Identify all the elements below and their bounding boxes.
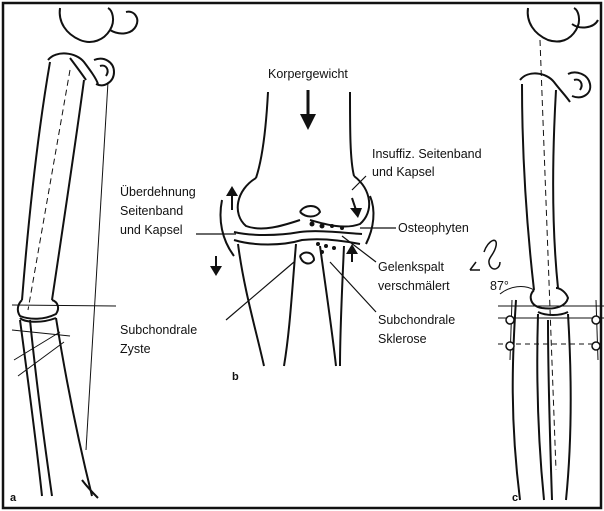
label-subchondral-sclerosis-2: Sklerose	[378, 332, 427, 346]
panel-c-markers	[506, 316, 600, 350]
label-subchondral-cyst-1: Subchondrale	[120, 323, 197, 337]
label-angle: 87°	[490, 279, 509, 293]
label-overstretching-1: Überdehnung	[120, 185, 196, 199]
label-overstretching-2: Seitenband	[120, 204, 183, 218]
panel-label-b: b	[232, 371, 239, 383]
panel-a-leg	[18, 8, 137, 498]
handwritten-mark	[470, 240, 500, 270]
panel-label-c: c	[512, 492, 518, 504]
panel-a-axis-lines	[12, 70, 116, 450]
panel-b-arrows	[210, 90, 362, 276]
label-subchondral-cyst-2: Zyste	[120, 342, 151, 356]
label-insufficient-ligament-1: Insuffiz. Seitenband	[372, 147, 482, 161]
label-subchondral-sclerosis-1: Subchondrale	[378, 313, 455, 327]
panel-c-leg	[513, 8, 598, 500]
label-body-weight: Korpergewicht	[268, 67, 348, 81]
panel-label-a: a	[10, 492, 17, 504]
label-joint-space-1: Gelenkspalt	[378, 260, 445, 274]
label-osteophytes: Osteophyten	[398, 221, 469, 235]
label-insufficient-ligament-2: und Kapsel	[372, 165, 435, 179]
panel-b-knee	[221, 92, 374, 366]
label-joint-space-2: verschmälert	[378, 279, 450, 293]
label-overstretching-3: und Kapsel	[120, 223, 183, 237]
